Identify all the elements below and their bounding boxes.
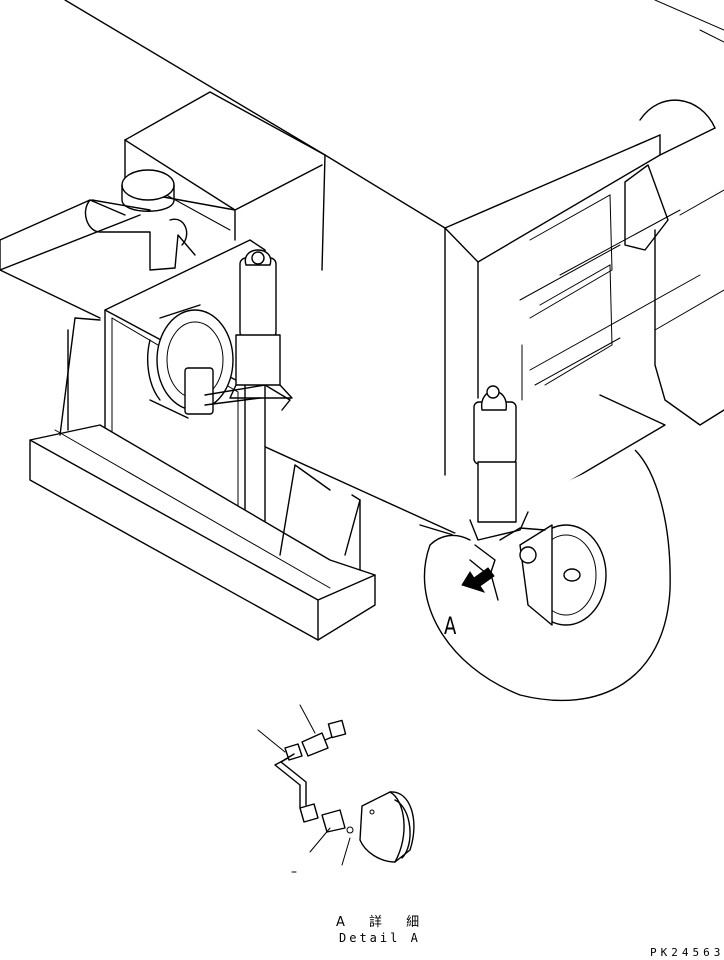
air-intake xyxy=(84,169,196,271)
upper-body-outline xyxy=(64,0,724,476)
detail-title-jp: A 詳 細 xyxy=(336,915,430,930)
right-frame xyxy=(654,189,724,426)
engine-hood xyxy=(124,91,326,241)
right-cylinder xyxy=(469,385,529,541)
drawing-number: PK24563 xyxy=(650,946,724,959)
left-final-drive xyxy=(147,304,291,419)
cab-window xyxy=(519,164,701,401)
right-final-drive xyxy=(469,524,607,626)
left-cylinder xyxy=(229,249,293,399)
detail-title-en: Detail A xyxy=(339,931,421,945)
detail-arrow xyxy=(461,567,495,593)
detail-a-parts xyxy=(257,704,415,873)
callout-label-a: A xyxy=(444,612,457,640)
left-base-beam xyxy=(29,317,376,641)
